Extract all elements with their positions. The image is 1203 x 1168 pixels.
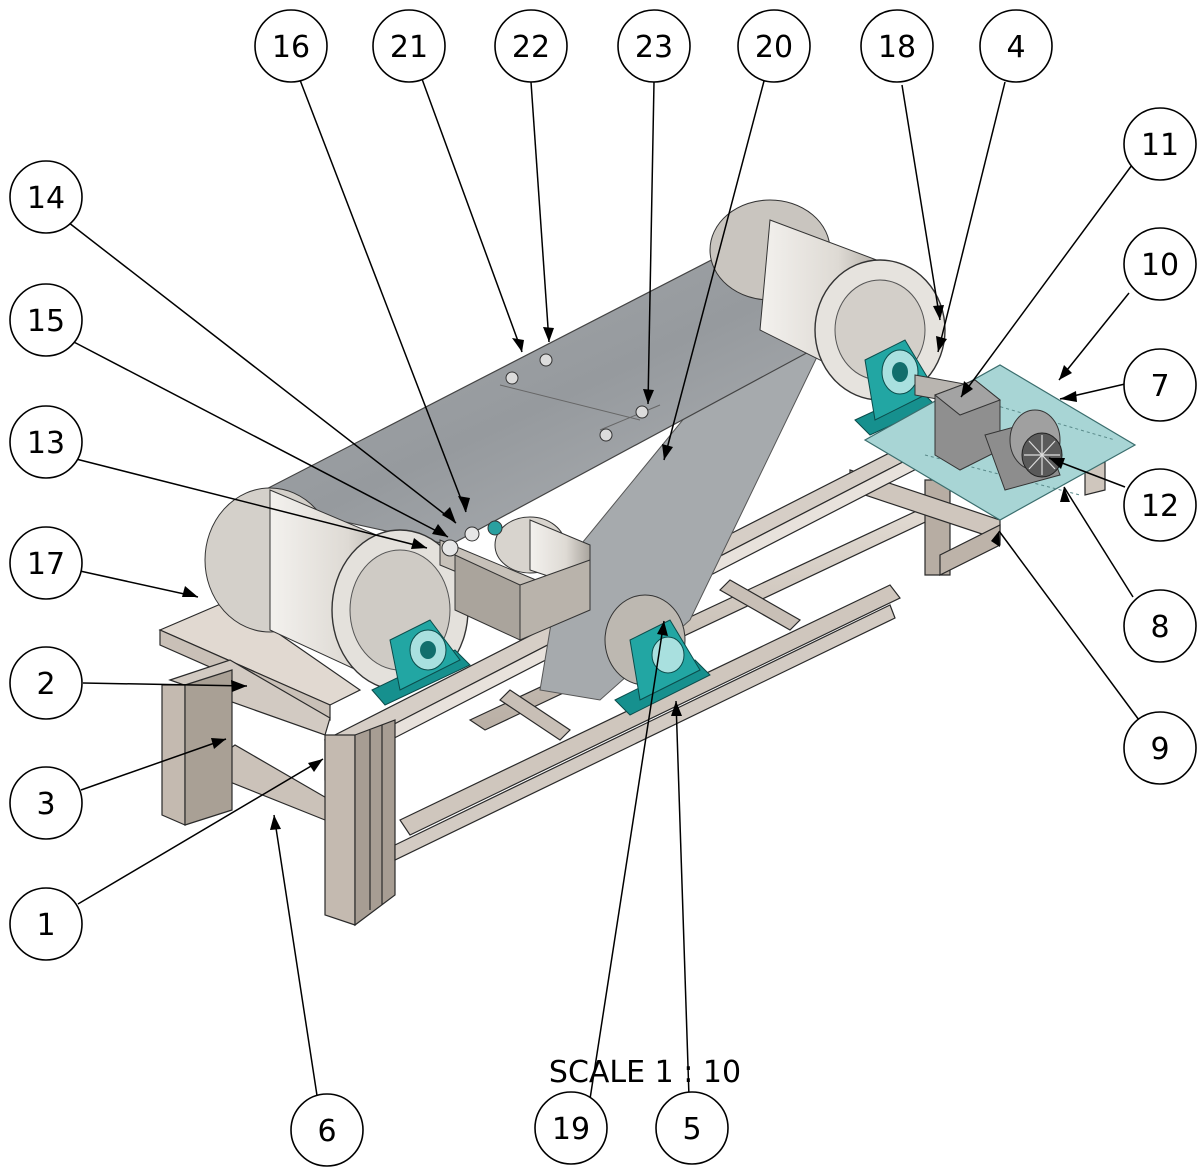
balloon-17: 17 [9, 526, 83, 600]
svg-text:4: 4 [1006, 30, 1025, 65]
svg-text:22: 22 [512, 30, 550, 65]
svg-text:10: 10 [1141, 248, 1179, 283]
balloon-20: 20 [737, 9, 811, 83]
svg-text:2: 2 [36, 667, 55, 702]
balloon-10: 10 [1123, 227, 1197, 301]
svg-text:14: 14 [27, 181, 65, 216]
balloon-11: 11 [1123, 107, 1197, 181]
balloon-13: 13 [9, 405, 83, 479]
svg-text:3: 3 [36, 787, 55, 822]
svg-text:23: 23 [635, 30, 673, 65]
leader-lines [63, 78, 1140, 1103]
balloon-18: 18 [860, 9, 934, 83]
svg-text:16: 16 [272, 30, 310, 65]
balloon-22: 22 [494, 9, 568, 83]
bearing-front-left [371, 619, 471, 706]
svg-text:7: 7 [1150, 369, 1169, 404]
motor [984, 409, 1063, 491]
balloon-9: 9 [1123, 711, 1197, 785]
svg-text:11: 11 [1141, 128, 1179, 163]
balloon-8: 8 [1123, 589, 1197, 663]
balloon-21: 21 [372, 9, 446, 83]
svg-text:6: 6 [317, 1114, 336, 1149]
balloon-4: 4 [979, 9, 1053, 83]
balloon-5: 5 [655, 1091, 729, 1165]
balloon-12: 12 [1123, 468, 1197, 542]
svg-text:19: 19 [552, 1112, 590, 1147]
svg-text:17: 17 [27, 547, 65, 582]
bearing-drive [854, 339, 936, 436]
balloon-23: 23 [617, 9, 691, 83]
balloon-19: 19 [534, 1091, 608, 1165]
balloon-1: 1 [9, 887, 83, 961]
takeup-bracket [439, 520, 591, 641]
balloon-2: 2 [9, 646, 83, 720]
svg-text:21: 21 [390, 30, 428, 65]
svg-text:13: 13 [27, 426, 65, 461]
balloon-3: 3 [9, 766, 83, 840]
balloons: 16 21 22 23 20 18 4 11 14 10 15 7 13 12 … [9, 9, 1197, 1167]
balloon-15: 15 [9, 283, 83, 357]
svg-text:8: 8 [1150, 610, 1169, 645]
svg-text:18: 18 [878, 30, 916, 65]
balloon-7: 7 [1123, 348, 1197, 422]
svg-text:9: 9 [1150, 732, 1169, 767]
balloon-16: 16 [254, 9, 328, 83]
svg-text:1: 1 [36, 908, 55, 943]
svg-text:20: 20 [755, 30, 793, 65]
svg-text:12: 12 [1141, 489, 1179, 524]
svg-text:5: 5 [682, 1112, 701, 1147]
conveyor-belt [243, 234, 907, 701]
svg-text:15: 15 [27, 304, 65, 339]
balloon-14: 14 [9, 160, 83, 234]
balloon-6: 6 [290, 1093, 364, 1167]
scale-label: SCALE 1 : 10 [549, 1055, 741, 1090]
